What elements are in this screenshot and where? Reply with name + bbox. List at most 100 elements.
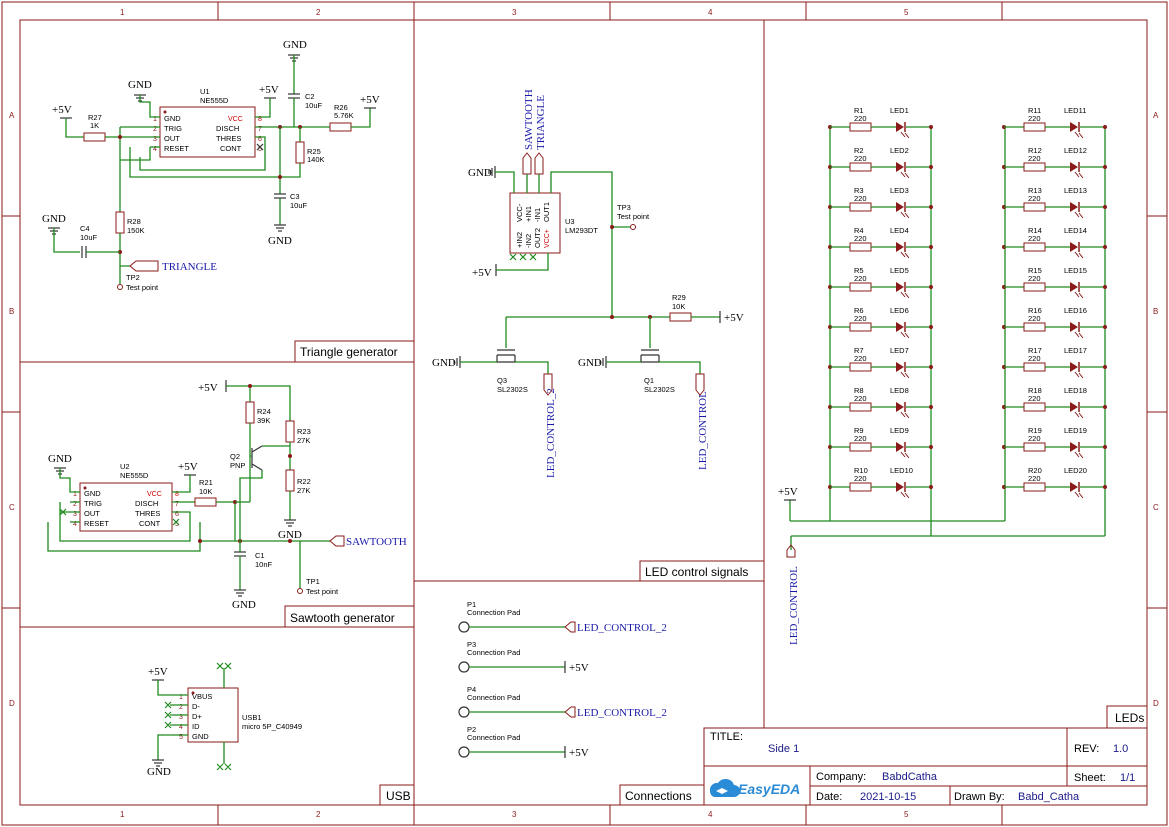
r23-resistor[interactable]	[285, 420, 295, 443]
led-emission-icon	[900, 211, 910, 219]
u1-ref: U1	[200, 87, 210, 96]
resistor-r15[interactable]	[1023, 282, 1046, 292]
resistor-r12[interactable]	[1023, 162, 1046, 172]
resistor-r17[interactable]	[1023, 362, 1046, 372]
q2-ref: Q2	[230, 452, 240, 461]
led-diode-icon[interactable]	[1070, 362, 1078, 372]
section-title-leds: LEDs	[1115, 711, 1144, 725]
section-connections: Connections	[619, 784, 705, 806]
r26-value: 5.76K	[334, 111, 354, 120]
resistor-r5[interactable]	[849, 282, 872, 292]
led-diode-icon[interactable]	[1070, 282, 1078, 292]
led-diode-icon[interactable]	[1070, 402, 1078, 412]
resistor-r9[interactable]	[849, 442, 872, 452]
led-diode-icon[interactable]	[896, 202, 904, 212]
resistor-r19[interactable]	[1023, 442, 1046, 452]
led-diode-icon[interactable]	[896, 362, 904, 372]
u3-comparator[interactable]	[509, 192, 561, 254]
resistor-value: 220	[1028, 394, 1041, 403]
led-diode-icon[interactable]	[896, 242, 904, 252]
led-diode-icon[interactable]	[1070, 122, 1078, 132]
resistor-value: 220	[1028, 234, 1041, 243]
pad-ref: P1	[467, 600, 476, 609]
gnd-label: GND	[278, 529, 302, 541]
date-value: 2021-10-15	[860, 791, 916, 803]
led-diode-icon[interactable]	[1070, 482, 1078, 492]
resistor-r6[interactable]	[849, 322, 872, 332]
section-title-sawtooth: Sawtooth generator	[290, 611, 395, 625]
resistor-r11[interactable]	[1023, 122, 1046, 132]
resistor-r2[interactable]	[849, 162, 872, 172]
led-diode-icon[interactable]	[1070, 242, 1078, 252]
usb-section: USB1 micro 5P_C40949 VBUS D- D+ ID GND 1…	[147, 662, 302, 778]
r24-resistor[interactable]	[245, 401, 255, 424]
resistor-r3[interactable]	[849, 202, 872, 212]
led-diode-icon[interactable]	[896, 402, 904, 412]
pad-net-label: LED_CONTROL_2	[577, 622, 667, 634]
u2-pin-cont: CONT	[139, 519, 161, 528]
led-emission-icon	[1074, 371, 1084, 379]
usb1-ref: USB1	[242, 713, 262, 722]
resistor-r8[interactable]	[849, 402, 872, 412]
u1-pin-gnd: GND	[164, 114, 181, 123]
resistor-r14[interactable]	[1023, 242, 1046, 252]
resistor-r10[interactable]	[849, 482, 872, 492]
r22-resistor[interactable]	[285, 469, 295, 492]
pad-ref: P4	[467, 685, 476, 694]
r26-resistor[interactable]	[329, 122, 352, 132]
led-ref: LED14	[1064, 226, 1087, 235]
r21-resistor[interactable]	[194, 497, 217, 507]
resistor-r1[interactable]	[849, 122, 872, 132]
resistor-value: 220	[854, 194, 867, 203]
junction	[1103, 245, 1107, 249]
led-diode-icon[interactable]	[896, 482, 904, 492]
led-diode-icon[interactable]	[1070, 162, 1078, 172]
section-usb: USB	[379, 784, 415, 806]
sawtooth-generator: U2 NE555D GND TRIG OUT RESET VCC DISCH T…	[47, 380, 407, 611]
led-diode-icon[interactable]	[896, 442, 904, 452]
vcc-label: +5V	[360, 94, 380, 106]
led-diode-icon[interactable]	[1070, 442, 1078, 452]
r28-resistor[interactable]	[115, 211, 125, 234]
u3-net-triangle-label: TRIANGLE	[535, 95, 547, 150]
r25-value: 140K	[307, 155, 325, 164]
u2-ic[interactable]	[79, 482, 173, 532]
led-diode-icon[interactable]	[896, 282, 904, 292]
resistor-r4[interactable]	[849, 242, 872, 252]
resistor-r16[interactable]	[1023, 322, 1046, 332]
usb-pin-dminus: D-	[192, 702, 200, 711]
led-ref: LED3	[890, 186, 909, 195]
led-diode-icon[interactable]	[1070, 202, 1078, 212]
resistor-r7[interactable]	[849, 362, 872, 372]
led-diode-icon[interactable]	[1070, 322, 1078, 332]
led-ref: LED12	[1064, 146, 1087, 155]
u3-pin-in1-minus: -IN1	[533, 208, 542, 222]
resistor-ref: R18	[1028, 386, 1042, 395]
u3-pin-vcc-plus: VCC+	[544, 229, 551, 248]
u1-ic[interactable]	[159, 106, 256, 158]
led-diode-icon[interactable]	[896, 322, 904, 332]
vcc-label: +5V	[148, 666, 168, 678]
led-diode-icon[interactable]	[896, 162, 904, 172]
resistor-r13[interactable]	[1023, 202, 1046, 212]
resistor-r18[interactable]	[1023, 402, 1046, 412]
grid-row-c-right: C	[1153, 503, 1159, 512]
resistor-r20[interactable]	[1023, 482, 1046, 492]
r29-resistor[interactable]	[669, 312, 692, 322]
r27-resistor[interactable]	[83, 132, 106, 142]
led-diode-icon[interactable]	[896, 122, 904, 132]
r25-resistor[interactable]	[295, 141, 305, 164]
c4-ref: C4	[80, 224, 90, 233]
junction	[1103, 205, 1107, 209]
